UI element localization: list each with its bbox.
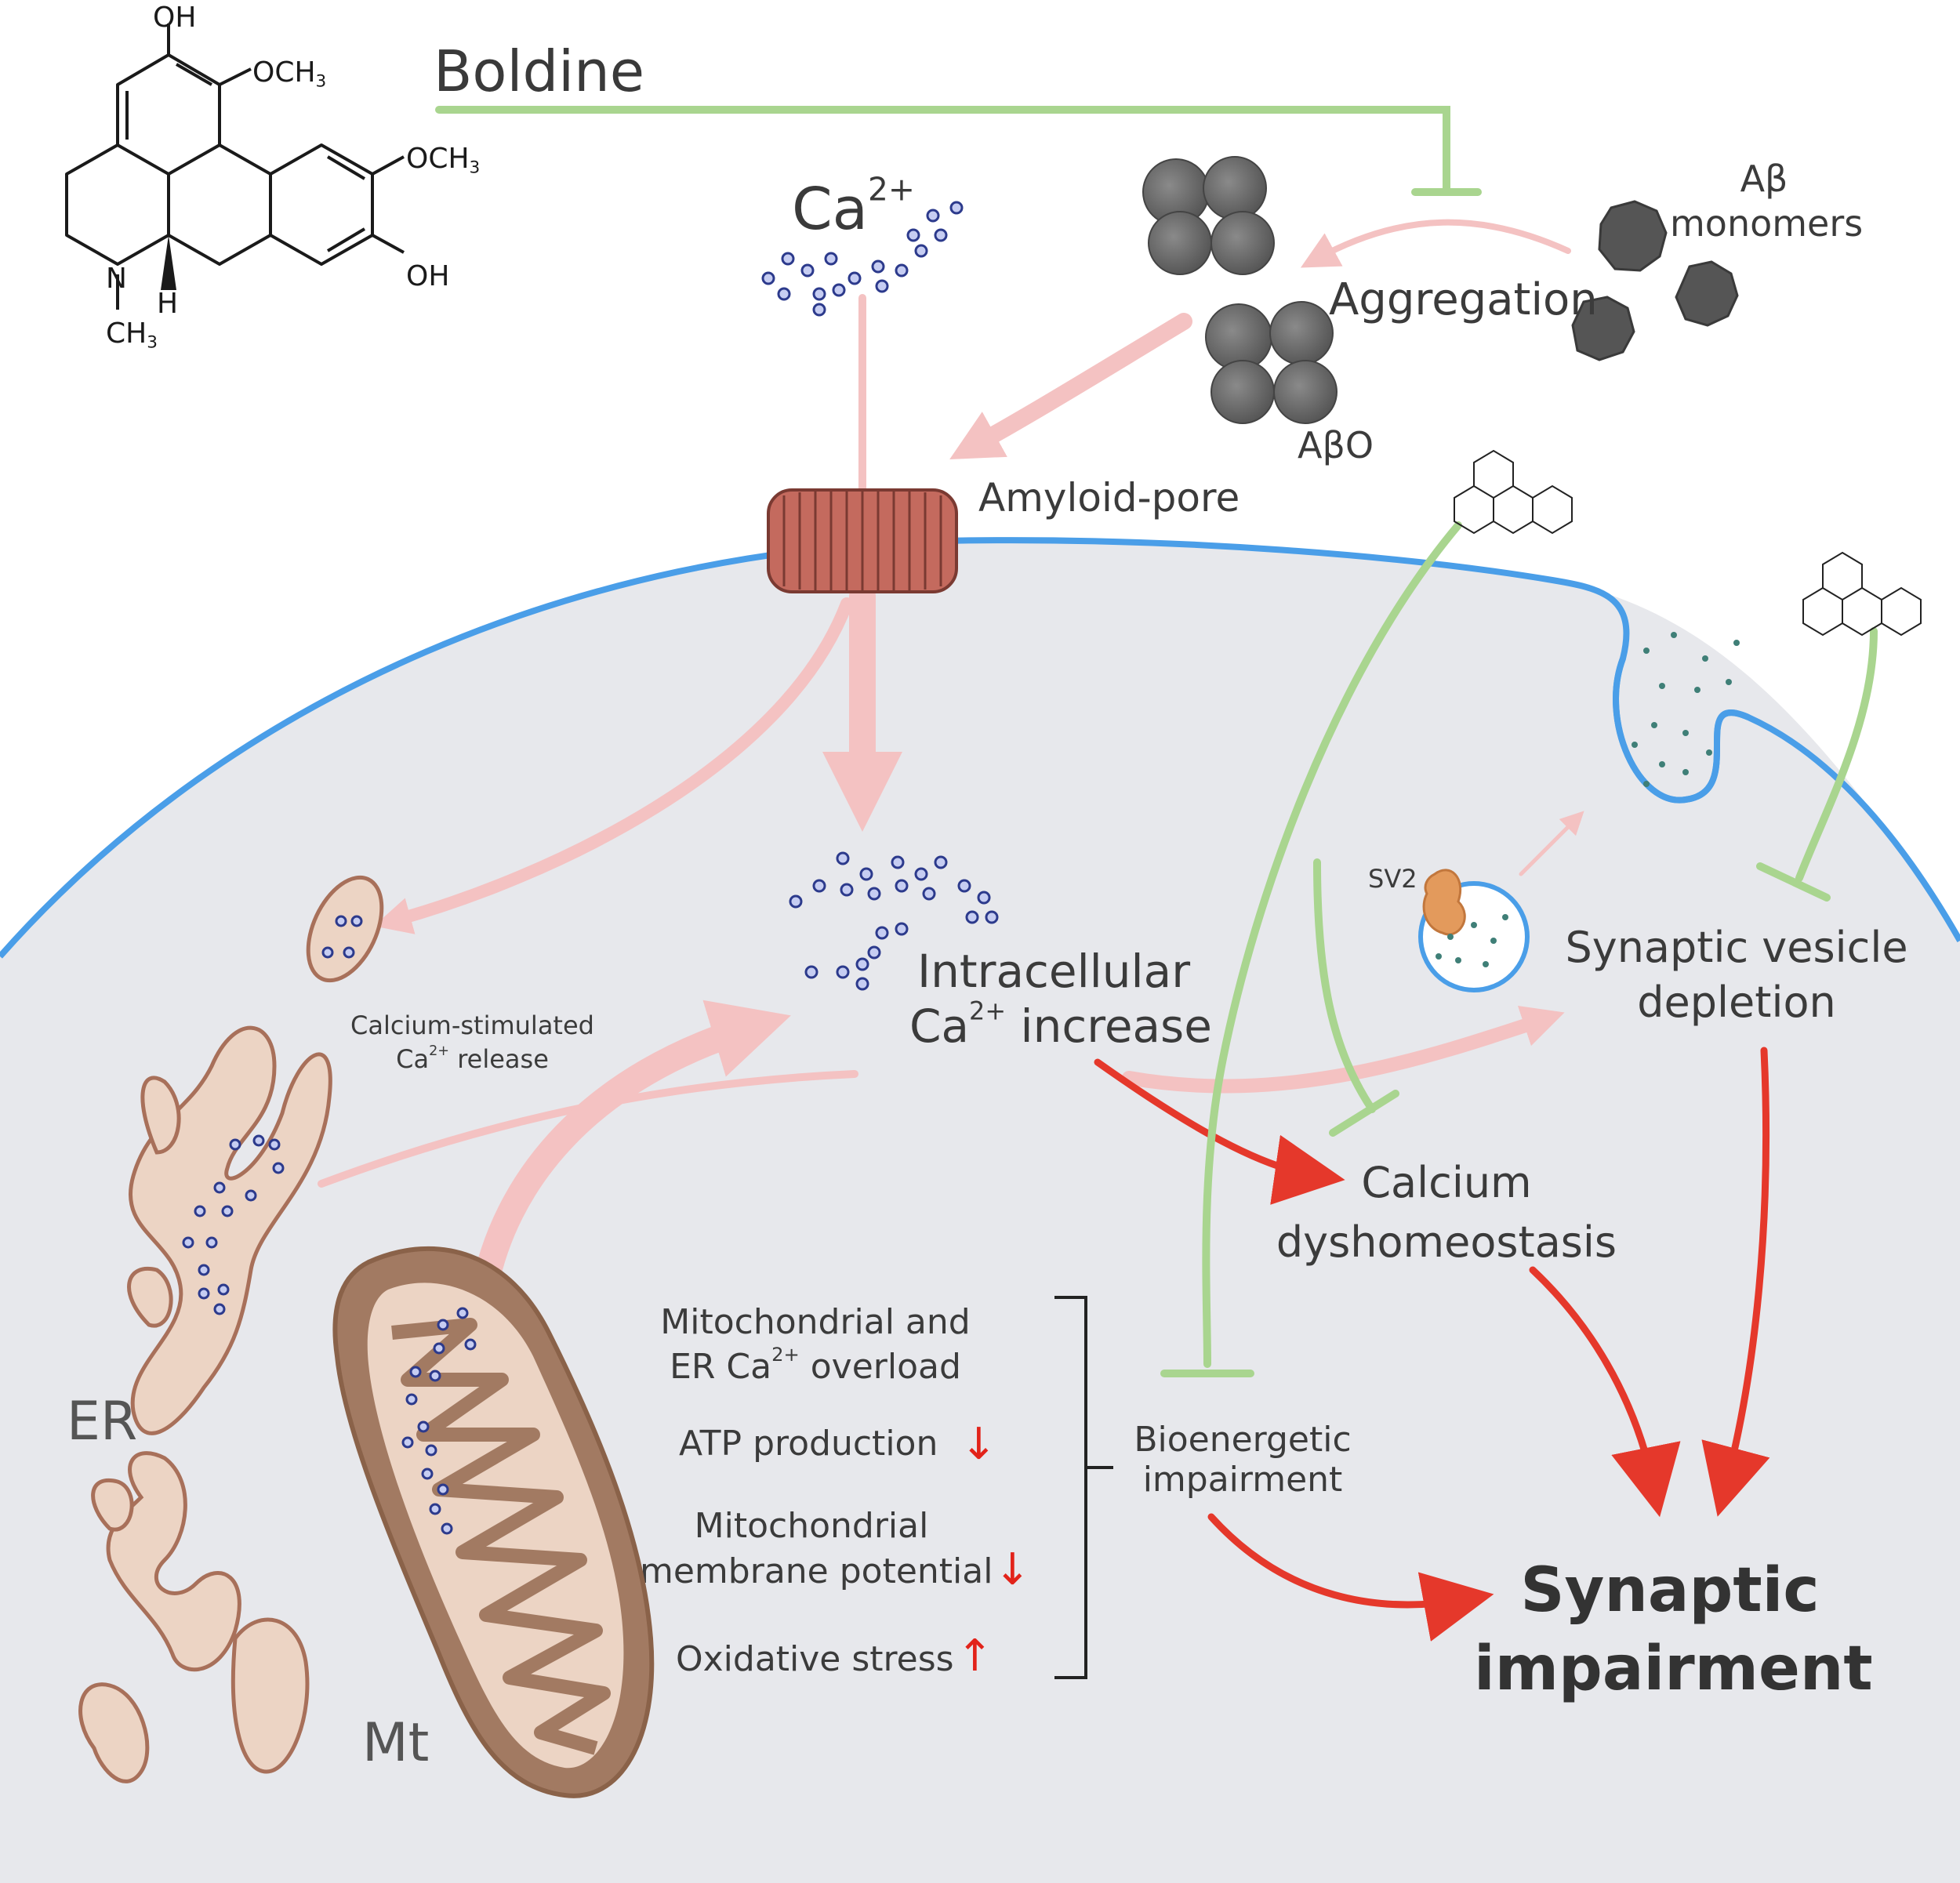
label-synaptic-impairment-1: Synaptic [1520, 1555, 1820, 1626]
inhibit-aggregation [435, 106, 1450, 196]
label-oxidative: Oxidative stress [676, 1639, 954, 1679]
inhibition-lines [435, 106, 1878, 1377]
inhibit-dyshomeostasis [1313, 858, 1376, 1113]
label-mito-overload-2: ER Ca2+ overload [627, 1345, 1004, 1387]
label-synaptic-impairment-2: impairment [1474, 1634, 1873, 1704]
abeta-oligomers-top [1142, 156, 1275, 275]
label-mito-overload-1: Mitochondrial and [660, 1302, 971, 1342]
intracellular-ca-sup: 2+ [969, 996, 1007, 1026]
calcium-stim-ca-sup: 2+ [429, 1043, 450, 1060]
label-monomers: monomers [1670, 202, 1864, 245]
arrow-intracellular-to-dyshomeostasis [1094, 1058, 1345, 1205]
label-er: ER [67, 1391, 138, 1453]
label-abo: AβO [1298, 424, 1374, 466]
arrow-bioenergetic-to-synaptic [1207, 1513, 1494, 1642]
label-extracellular-ca: Ca2+ [792, 173, 915, 238]
arrow-sv2-to-pit [1519, 811, 1584, 876]
mito-overload-ca-rest: overload [799, 1347, 961, 1387]
mol-oh-top: OH [153, 2, 197, 34]
arrow-abo-to-pore [949, 313, 1192, 460]
mol-ch3-base: CH [106, 317, 147, 350]
label-calcium-stim-2: Ca2+ release [337, 1044, 608, 1074]
mol-och3-right-sub: 3 [469, 158, 481, 178]
intracellular-ca-base: Ca [909, 1000, 970, 1053]
label-bioenergetic-1: Bioenergetic [1134, 1420, 1352, 1460]
label-aggregation: Aggregation [1329, 274, 1598, 325]
abeta-oligomers-bottom [1205, 301, 1338, 424]
inhibit-vesicle-depletion-bar [1756, 862, 1831, 902]
mito-overload-ca-base: ER Ca [670, 1347, 772, 1387]
mol-och3-right-base: OCH [406, 143, 470, 175]
exocytosis-pit [1613, 657, 1750, 804]
label-intracellular-2: Ca2+ increase [909, 998, 1212, 1049]
strong-pathway-arrows [1094, 1047, 1770, 1642]
mol-och3-top-base: OCH [252, 56, 316, 89]
ca-out-base: Ca [792, 176, 869, 243]
label-calcium-dys-1: Calcium [1361, 1158, 1532, 1207]
label-atp: ATP production [679, 1424, 938, 1464]
label-calcium-dys-2: dyshomeostasis [1276, 1217, 1617, 1267]
calcium-stim-ca-base: Ca [396, 1044, 430, 1074]
mol-och3-top-sub: 3 [315, 71, 327, 92]
label-mt: Mt [362, 1712, 430, 1774]
mol-n: N [106, 263, 127, 295]
ca-out-sup: 2+ [868, 170, 916, 209]
oxidative-up-arrow-icon: ↑ [956, 1631, 993, 1682]
abeta-monomers [1571, 200, 1739, 361]
label-bioenergetic-2: impairment [1142, 1460, 1343, 1500]
mmp-down-arrow-icon: ↓ [994, 1544, 1031, 1595]
mito-overload-ca-sup: 2+ [771, 1344, 800, 1366]
label-synaptic-vesicle-2: depletion [1637, 978, 1836, 1027]
inhibit-bioenergetic [1202, 521, 1462, 1368]
label-sv2: SV2 [1368, 864, 1417, 894]
label-mmp-1: Mitochondrial [694, 1506, 929, 1546]
label-amyloid-pore: Amyloid-pore [978, 475, 1240, 521]
boldine-molecule [65, 24, 405, 310]
atp-down-arrow-icon: ↓ [960, 1419, 997, 1470]
mol-oh-right: OH [406, 260, 450, 292]
monomer-2 [1675, 260, 1739, 327]
mol-ch3: CH3 [106, 317, 158, 351]
mol-och3-top: OCH3 [252, 56, 326, 90]
arrow-dyshomeostasis-to-synaptic [1529, 1266, 1681, 1518]
label-synaptic-vesicle-1: Synaptic vesicle [1565, 923, 1908, 972]
monomer-1 [1598, 200, 1668, 272]
label-boldine: Boldine [434, 38, 645, 104]
amyloid-pore [767, 488, 958, 593]
arrow-vesicle-to-synaptic [1701, 1047, 1770, 1517]
arrow-monomers-to-aggregates [1300, 219, 1571, 268]
inhibit-vesicle-depletion [1795, 627, 1878, 882]
mol-h: H [157, 288, 179, 320]
label-calcium-stim-1: Calcium-stimulated [350, 1010, 594, 1040]
calcium-stim-ca-rest: release [449, 1044, 549, 1074]
monomer-3 [1571, 296, 1635, 361]
intracellular-ca-rest: increase [1006, 1000, 1212, 1053]
mol-och3-right: OCH3 [406, 143, 480, 176]
label-intracellular-1: Intracellular [917, 945, 1191, 998]
stereo-wedge [161, 235, 176, 290]
label-mmp-2: membrane potential [640, 1551, 993, 1591]
inhibit-dyshomeostasis-bar [1329, 1090, 1399, 1137]
mol-ch3-sub: 3 [147, 332, 158, 353]
label-abeta: Aβ [1740, 158, 1788, 200]
arrow-pore-to-er-vesicle [373, 597, 853, 934]
